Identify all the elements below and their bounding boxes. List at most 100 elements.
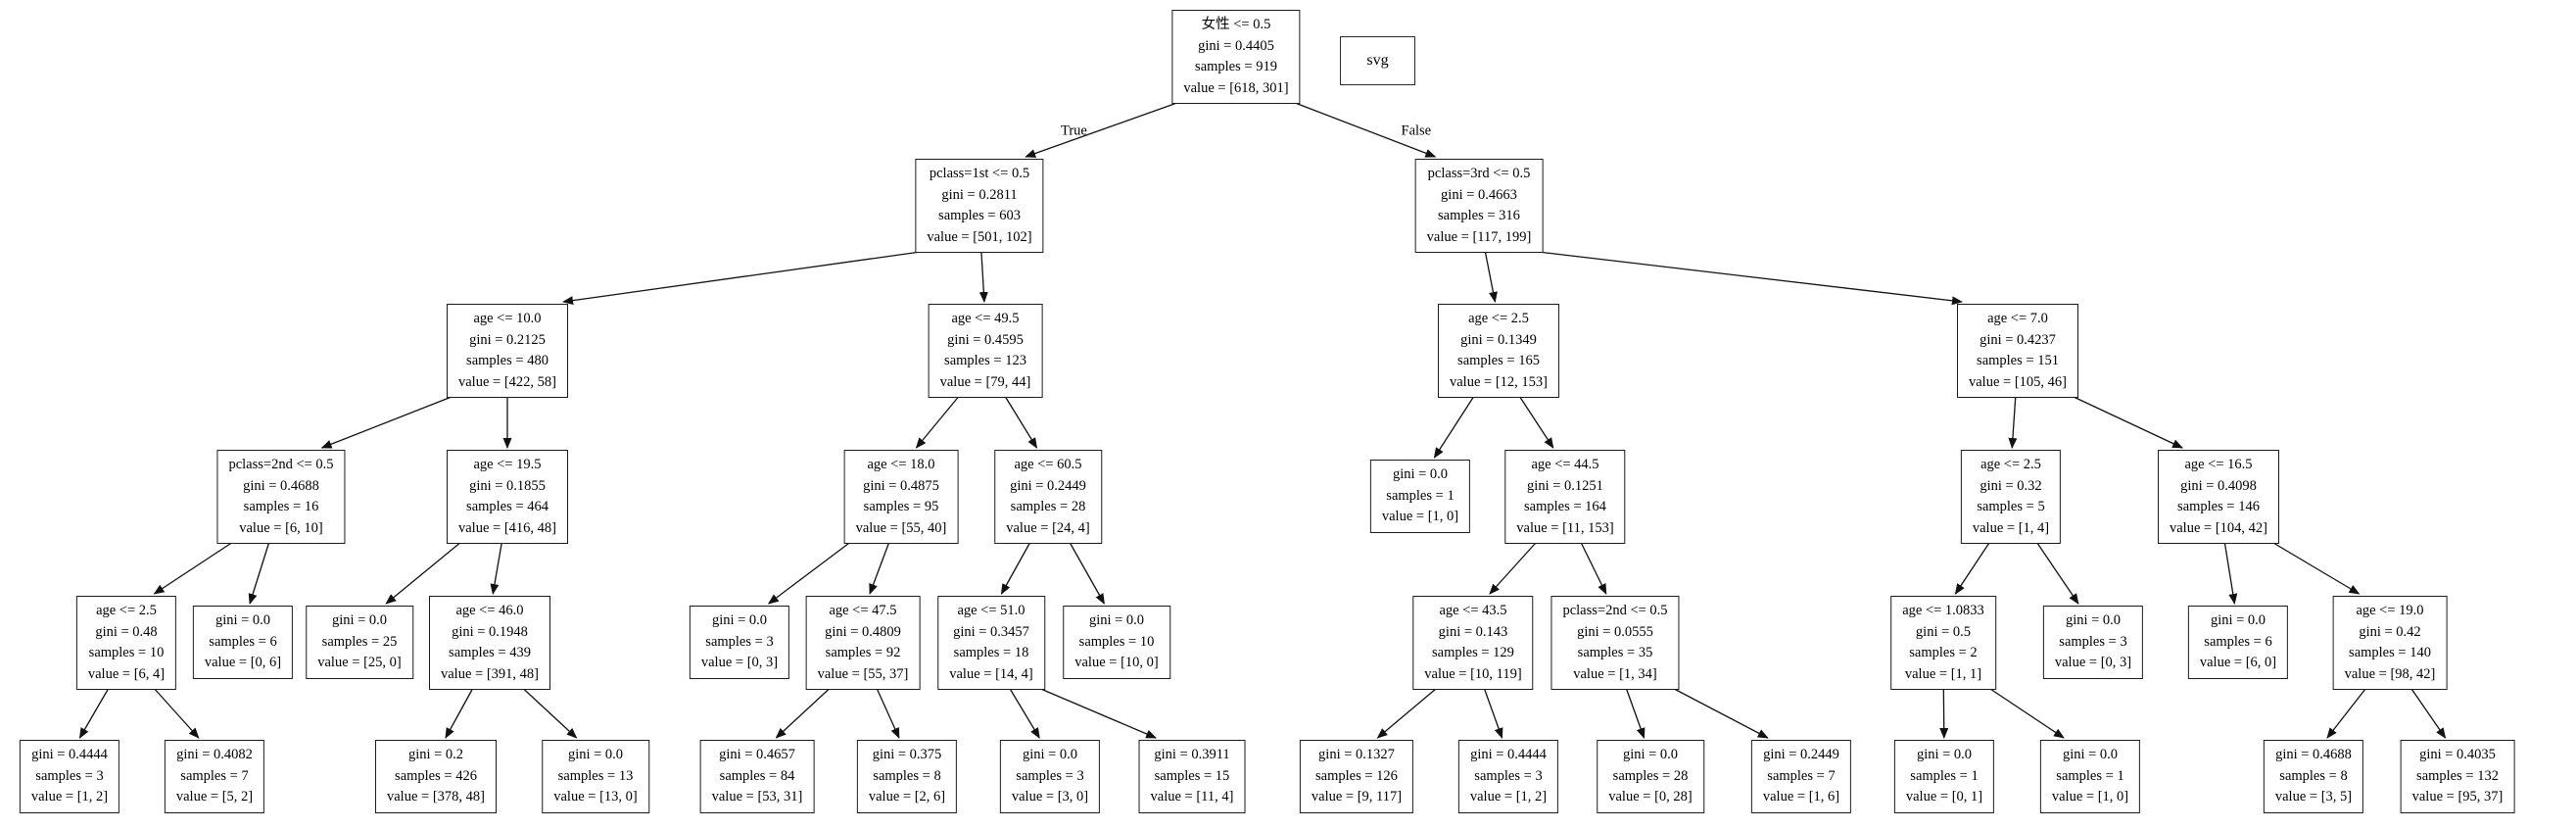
- node-text-line: samples = 316: [1438, 208, 1520, 223]
- node-text-line: gini = 0.0: [1088, 612, 1145, 628]
- node-text-line: samples = 35: [1577, 645, 1653, 660]
- node-text-line: value = [5, 2]: [175, 789, 254, 805]
- node-text-line: value = [79, 44]: [939, 373, 1031, 390]
- node-text-line: samples = 92: [825, 645, 901, 660]
- node-text-line: gini = 0.4663: [1441, 186, 1517, 203]
- node-text-line: gini = 0.4688: [2275, 747, 2352, 762]
- node-text-line: value = [11, 4]: [1150, 789, 1234, 805]
- node-text-line: samples = 15: [1154, 767, 1230, 784]
- tree-edge-age43_5-leaf_1_2b: [1483, 688, 1503, 739]
- node-text-line: gini = 0.0: [2065, 612, 2122, 628]
- node-text-line: gini = 0.0: [331, 612, 388, 628]
- node-text-line: gini = 0.1327: [1318, 747, 1395, 762]
- node-text-line: gini = 0.375: [872, 747, 942, 762]
- tree-edge-pclass2nda-age2_5c: [153, 542, 232, 595]
- node-text-line: gini = 0.4098: [2180, 477, 2257, 494]
- tree-edge-age47_5-leaf_2_6: [876, 688, 900, 739]
- node-text-line: pclass=2nd <= 0.5: [228, 457, 334, 472]
- tree-edge-age60_5-leaf_10_0: [1069, 542, 1105, 605]
- node-text-line: samples = 3: [705, 633, 774, 650]
- node-text-line: samples = 132: [2416, 767, 2499, 784]
- node-text-line: gini = 0.1855: [469, 477, 546, 494]
- node-text-line: gini = 0.42: [2359, 623, 2421, 640]
- tree-edge-age7-age16_5: [2073, 396, 2184, 449]
- node-text-line: pclass=3rd <= 0.5: [1427, 166, 1531, 181]
- node-text-line: samples = 3: [35, 767, 104, 784]
- tree-edge-age16_5-leaf_6_0: [2223, 542, 2238, 605]
- node-text-line: age <= 2.5: [1980, 457, 2041, 472]
- node-text-line: value = [104, 42]: [2170, 519, 2267, 536]
- node-text-line: gini = 0.0: [1022, 747, 1078, 762]
- node-text-line: samples = 1: [1386, 487, 1455, 504]
- tree-edge-age1_0833-leaf_1_0b: [1989, 688, 2065, 739]
- tree-edge-age46-leaf_13_0: [523, 688, 578, 739]
- node-text-line: value = [11, 153]: [1516, 519, 1614, 536]
- node-text-line: gini = 0.0: [567, 747, 624, 762]
- node-text-line: gini = 0.0: [711, 612, 768, 628]
- node-text-line: gini = 0.4444: [1470, 747, 1547, 762]
- tree-edge-pclass1st-age10: [562, 251, 921, 306]
- node-text-line: value = [105, 46]: [1969, 373, 2067, 390]
- node-text-line: value = [10, 119]: [1424, 665, 1522, 682]
- node-text-line: samples = 2: [1909, 645, 1978, 660]
- node-text-line: value = [25, 0]: [317, 655, 402, 670]
- node-text-line: gini = 0.4444: [31, 747, 108, 762]
- node-text-line: value = [378, 48]: [387, 789, 485, 805]
- node-text-line: samples = 10: [1078, 633, 1155, 650]
- node-text-line: age <= 2.5: [1468, 311, 1529, 326]
- node-text-line: gini = 0.4688: [243, 477, 319, 494]
- node-text-line: samples = 3: [1016, 767, 1084, 784]
- tree-edge-pclass2ndb-leaf_1_6: [1673, 688, 1769, 739]
- node-text-line: samples = 603: [938, 208, 1021, 223]
- node-text-line: gini = 0.143: [1438, 623, 1508, 640]
- tree-edge-age2_5b-age1_0833: [1954, 542, 1990, 595]
- node-text-line: age <= 16.5: [2184, 457, 2253, 472]
- node-text-line: age <= 19.0: [2356, 603, 2424, 618]
- node-text-line: samples = 5: [1977, 499, 2045, 514]
- node-text-line: value = [1, 34]: [1573, 665, 1657, 682]
- node-text-line: value = [6, 4]: [87, 665, 166, 682]
- node-text-line: samples = 18: [953, 645, 1029, 660]
- tree-edge-age19_5-age46: [490, 542, 502, 595]
- tree-edge-age51-leaf_3_0: [1009, 688, 1040, 739]
- node-text-line: age <= 44.5: [1531, 457, 1599, 472]
- tree-edge-age2_5c-leaf_1_2a: [78, 688, 110, 739]
- edge-label-true: True: [1061, 123, 1087, 139]
- node-text-line: value = [117, 199]: [1426, 228, 1532, 245]
- node-text-line: gini = 0.0: [1622, 747, 1679, 762]
- node-text-line: pclass=1st <= 0.5: [929, 166, 1030, 181]
- node-text-line: value = [422, 58]: [458, 373, 556, 390]
- node-text-line: gini = 0.4237: [1980, 331, 2056, 348]
- node-text-line: samples = 464: [466, 499, 549, 514]
- node-text-line: value = [6, 0]: [2199, 655, 2277, 670]
- node-text-line: value = [24, 4]: [1006, 519, 1090, 536]
- node-text-line: gini = 0.1349: [1460, 331, 1537, 348]
- tree-edge-age18-age47_5: [869, 542, 890, 595]
- node-text-line: samples = 95: [863, 499, 939, 514]
- tree-edge-pclass2nda-leaf_0_6: [248, 542, 270, 605]
- node-text-line: samples = 10: [88, 645, 165, 660]
- node-text-line: gini = 0.4875: [863, 477, 939, 494]
- node-text-line: age <= 7.0: [1987, 311, 2048, 326]
- node-text-line: value = [1, 4]: [1972, 519, 2050, 536]
